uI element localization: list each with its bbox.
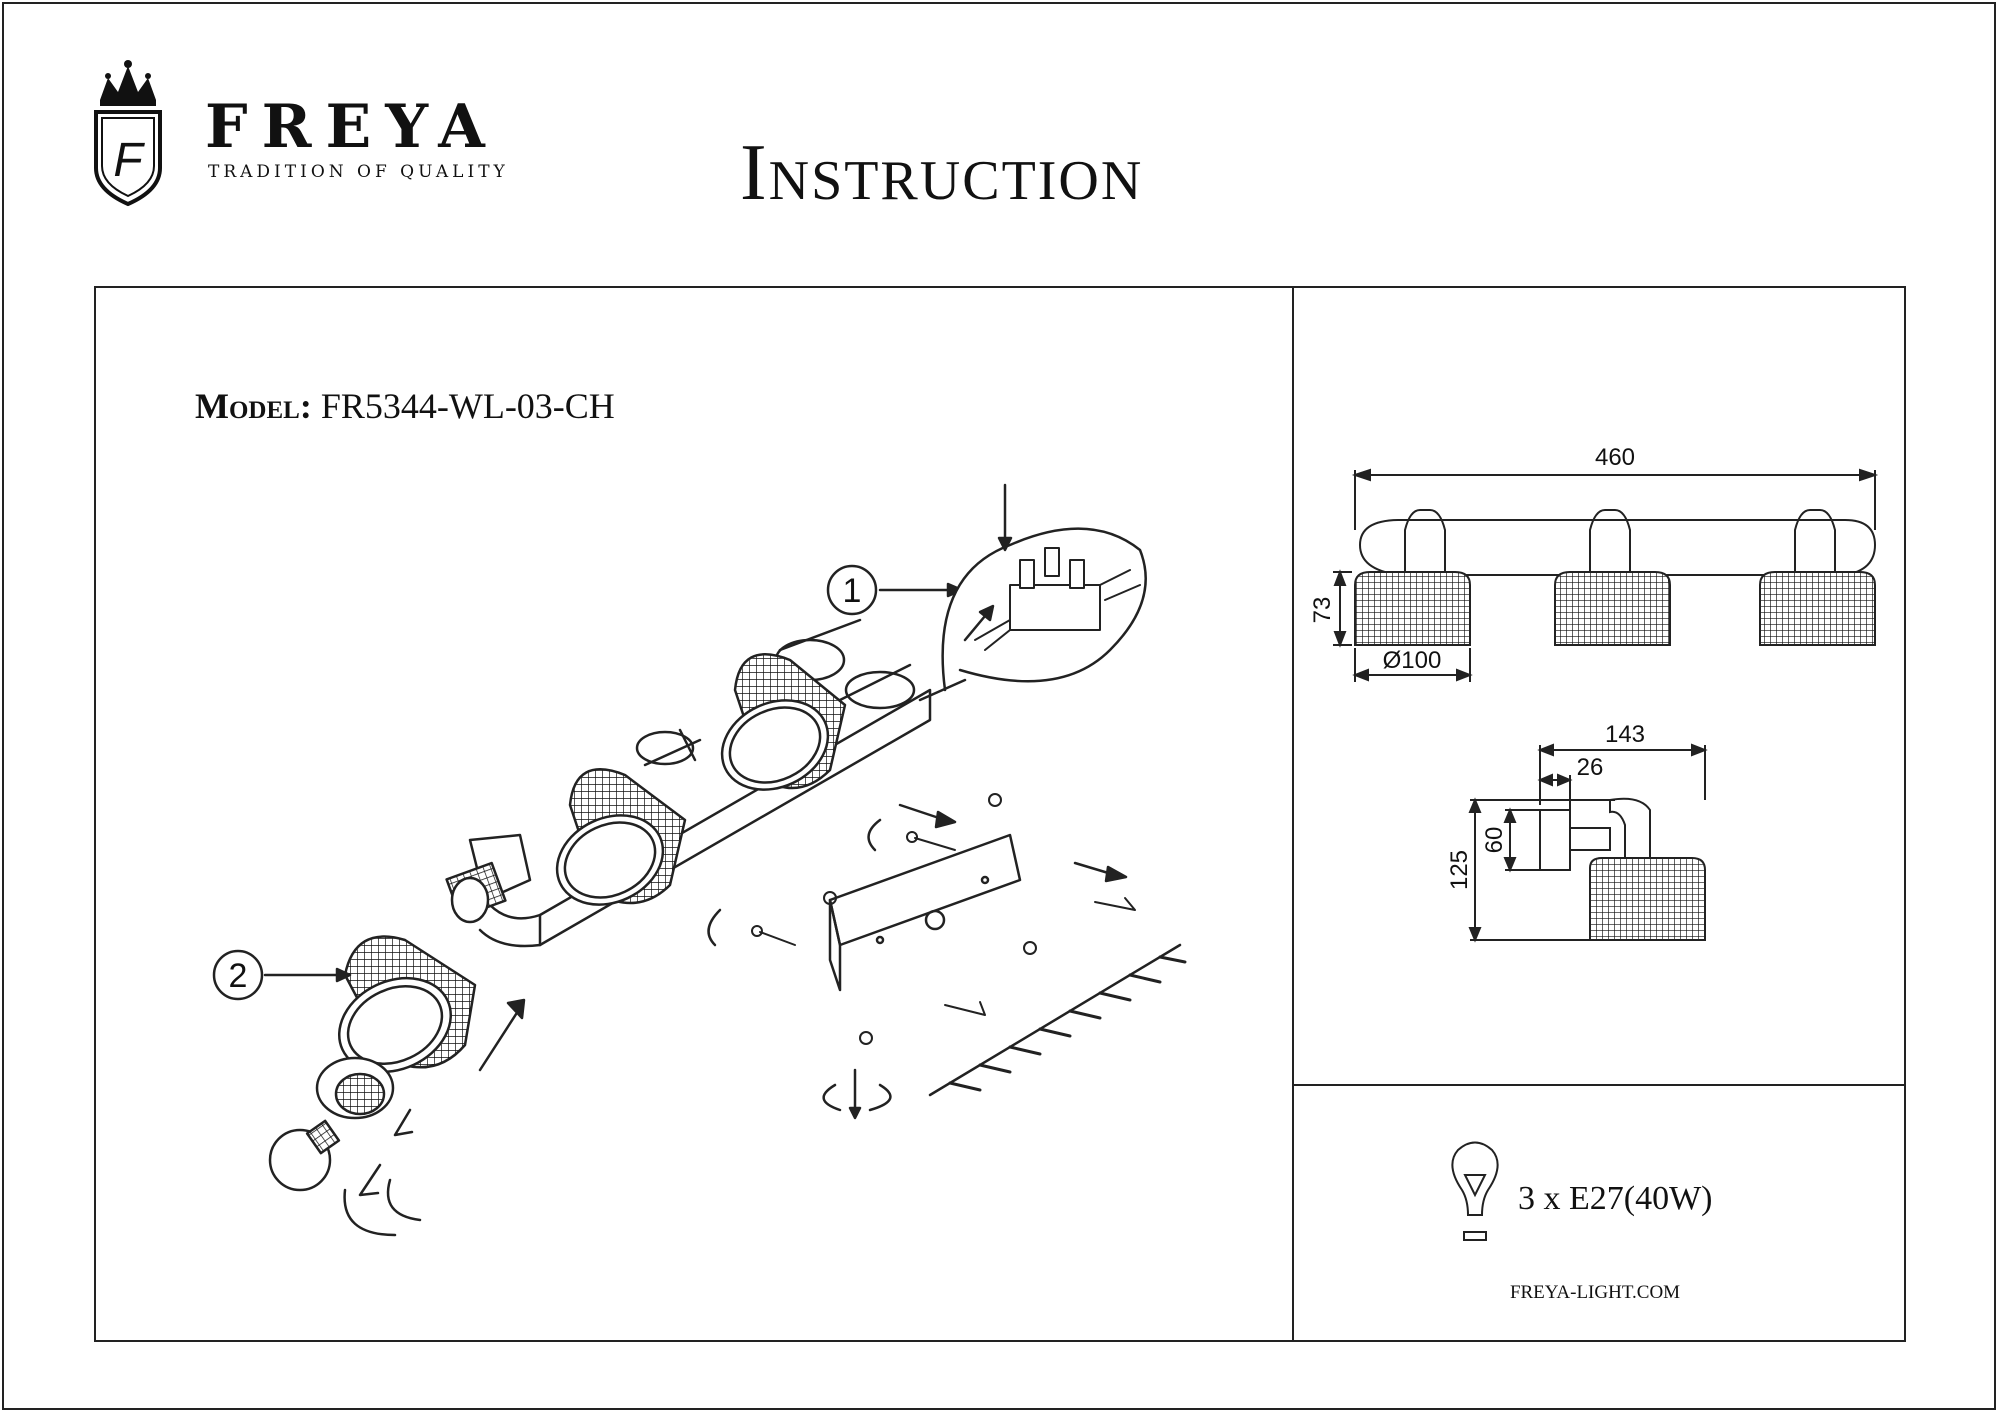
specs-panel: [1292, 1084, 1906, 1342]
model-line: Model: FR5344-WL-03-CH: [195, 385, 615, 427]
website-url: FREYA-LIGHT.COM: [1509, 1282, 1681, 1303]
freya-logo-crest: F: [94, 60, 162, 207]
dim-diameter-100: Ø100: [1383, 647, 1442, 674]
shade-middle: [555, 768, 687, 906]
model-label: Model:: [195, 386, 312, 426]
fixture-bar: [478, 688, 932, 948]
terminal-block: [974, 547, 1141, 651]
callout-2-circle: [212, 949, 264, 1001]
bulb-icon: [1451, 1141, 1499, 1241]
callout-1-circle: [826, 564, 878, 616]
dim-460: 460: [1595, 444, 1635, 471]
shade-separate: [337, 935, 477, 1074]
bulb-spec: 3 x E27(40W): [1518, 1180, 1713, 1217]
dim-60: 60: [1481, 827, 1508, 854]
svg-text:F: F: [113, 134, 145, 187]
screws: [751, 793, 1135, 1045]
shade-top: [720, 653, 847, 791]
wall-line: [928, 943, 1182, 1097]
front-view-bar: [1358, 519, 1877, 576]
side-view-fixture: [1539, 797, 1706, 941]
brand-tagline: TRADITION OF QUALITY: [208, 162, 509, 182]
callout-1-label: 1: [843, 572, 862, 610]
front-view-shades: [1354, 509, 1876, 646]
lamp-socket: [445, 833, 532, 924]
dim-26: 26: [1577, 754, 1604, 781]
page-title: Instruction: [740, 129, 1144, 217]
callout-2-label: 2: [229, 957, 248, 995]
dim-143: 143: [1605, 721, 1645, 748]
brand-name: FREYA: [205, 92, 499, 162]
dim-125: 125: [1446, 850, 1473, 890]
mounting-bracket: [828, 833, 1022, 992]
model-number: FR5344-WL-03-CH: [320, 386, 615, 426]
dim-73: 73: [1309, 597, 1336, 624]
